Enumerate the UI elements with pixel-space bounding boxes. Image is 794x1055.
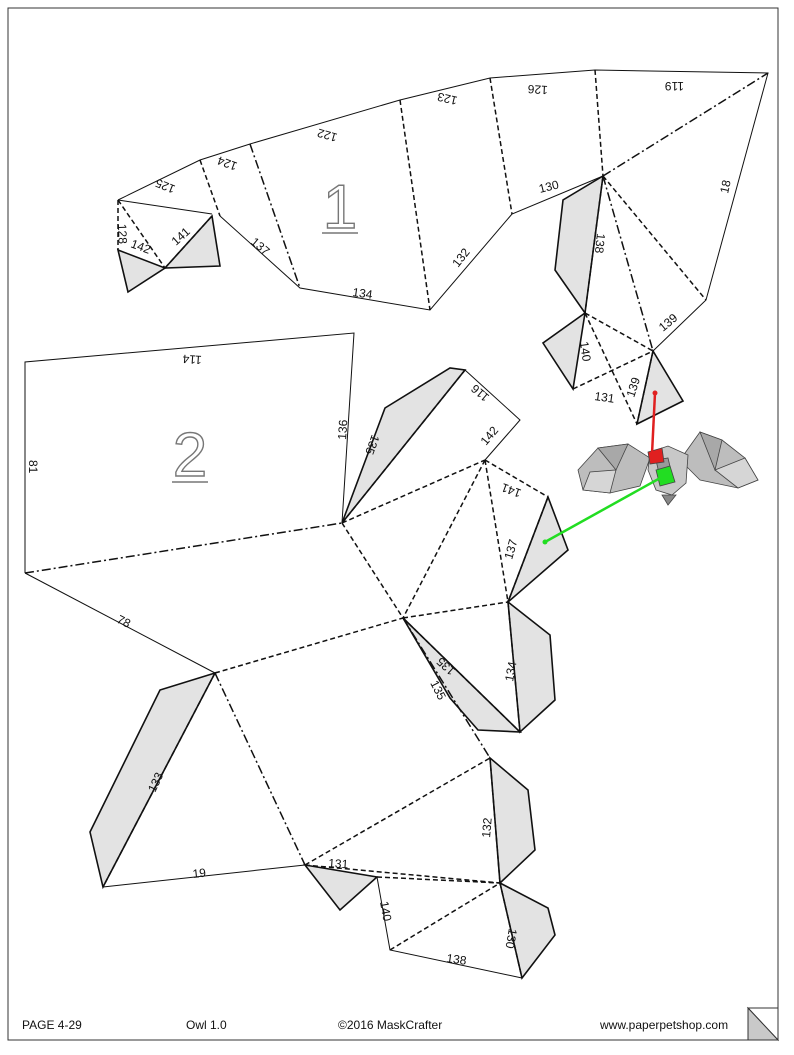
edge-label: 130 bbox=[503, 927, 520, 949]
edge-label: 140 bbox=[377, 900, 394, 922]
website-link[interactable]: www.paperpetshop.com bbox=[600, 1018, 729, 1032]
edge-label: 126 bbox=[527, 82, 548, 97]
piece-number: 2 bbox=[173, 421, 207, 490]
edge-label: 134 bbox=[502, 660, 519, 682]
piece-2-tab bbox=[507, 600, 556, 734]
edge-label: 139 bbox=[656, 310, 681, 334]
copyright-label: ©2016 MaskCrafter bbox=[338, 1018, 443, 1032]
piece-1-outline bbox=[117, 69, 769, 352]
edge-label: 142 bbox=[478, 423, 502, 448]
edge-label: 130 bbox=[537, 177, 560, 196]
piece-2-tab bbox=[303, 863, 379, 912]
piece-2-tab bbox=[489, 756, 536, 885]
page-curl-icon bbox=[747, 1006, 780, 1041]
piece-1-tab bbox=[116, 248, 167, 294]
edge-label: 122 bbox=[315, 126, 338, 145]
edge-label: 138 bbox=[446, 951, 468, 968]
piece-1-tab bbox=[635, 348, 685, 426]
piece-2-folds bbox=[102, 369, 549, 979]
edge-label: 131 bbox=[594, 389, 616, 406]
edge-label: 137 bbox=[248, 235, 273, 259]
edge-label: 139 bbox=[624, 375, 644, 399]
piece-1-group bbox=[116, 69, 769, 426]
edge-label: 136 bbox=[335, 419, 350, 440]
edge-label: 138 bbox=[592, 233, 608, 255]
pointer-red bbox=[650, 392, 657, 455]
edge-label: 123 bbox=[436, 89, 459, 107]
page-number-label: PAGE 4-29 bbox=[22, 1018, 82, 1032]
edge-label: 128 bbox=[115, 224, 130, 245]
edge-label: 119 bbox=[665, 79, 684, 93]
edge-label: 124 bbox=[215, 153, 239, 173]
edge-label: 114 bbox=[182, 352, 202, 367]
page-border bbox=[7, 7, 779, 1041]
edge-label: 137 bbox=[501, 537, 520, 560]
piece-1-folds bbox=[117, 69, 707, 425]
pointer-green bbox=[544, 475, 663, 544]
piece-1-edge-labels: 119 126 123 122 124 125 128 142 141 137 … bbox=[115, 79, 734, 406]
piece-1-outline bbox=[219, 175, 604, 311]
edge-label: 18 bbox=[717, 178, 734, 194]
edge-label: 141 bbox=[499, 480, 523, 500]
piece-2-group bbox=[24, 332, 569, 980]
edge-label: 132 bbox=[449, 245, 473, 270]
edge-label: 81 bbox=[26, 460, 40, 474]
edge-label: 134 bbox=[352, 285, 374, 302]
edge-label: 116 bbox=[468, 381, 492, 404]
piece-1-tab bbox=[541, 311, 587, 392]
piece-2-outline bbox=[24, 332, 355, 573]
edge-label: 78 bbox=[115, 612, 134, 631]
edge-label: 125 bbox=[153, 176, 177, 197]
edge-label: 142 bbox=[129, 237, 153, 257]
edge-label: 132 bbox=[479, 817, 495, 838]
edge-label: 140 bbox=[577, 340, 594, 362]
edge-label: 135 bbox=[362, 433, 382, 457]
edge-label: 131 bbox=[328, 856, 349, 871]
model-name-label: Owl 1.0 bbox=[186, 1018, 227, 1032]
piece-number: 1 bbox=[323, 173, 357, 242]
edge-label: 19 bbox=[192, 866, 207, 881]
owl-model-icon bbox=[577, 431, 759, 506]
